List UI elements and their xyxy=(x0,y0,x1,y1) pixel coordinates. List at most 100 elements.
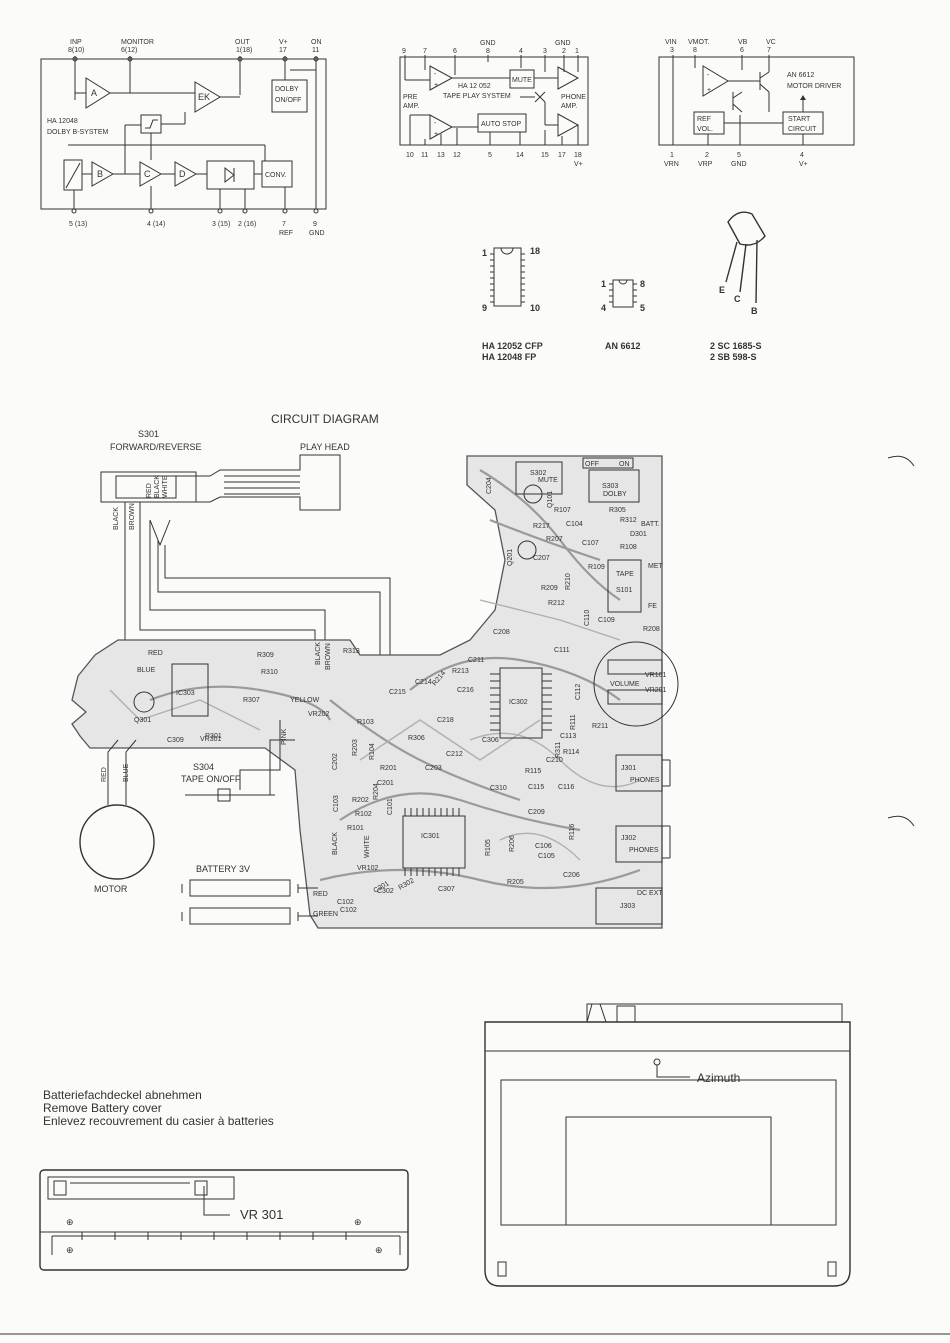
board-label: PHONES xyxy=(630,777,660,784)
dolby-label: DOLBY xyxy=(275,86,299,93)
wire-color: BROWN xyxy=(129,503,136,530)
pin-label: 6(12) xyxy=(121,47,137,54)
component-label: C110 xyxy=(584,610,591,626)
component-label: R103 xyxy=(357,719,374,726)
pin-label: 12 xyxy=(453,152,461,159)
battery-label: BATTERY 3V xyxy=(196,864,250,874)
dolby-label: ON/OFF xyxy=(275,97,301,104)
board-label: D301 xyxy=(630,531,647,538)
component-label: C306 xyxy=(482,737,499,744)
amp-ek xyxy=(194,81,221,113)
s301-ref: S301 xyxy=(138,429,159,439)
rectifier-block xyxy=(206,160,255,190)
component-label: R211 xyxy=(592,723,608,730)
component-label: R102 xyxy=(355,811,372,818)
component-label: C107 xyxy=(582,540,599,547)
battery-cover xyxy=(47,1176,235,1200)
ic-name: AN 6612 xyxy=(787,72,814,79)
component-label: R101 xyxy=(347,825,364,832)
package-outlines: 1 18 9 10 HA 12052 CFP HA 12048 FP 1 8 4… xyxy=(482,211,766,362)
wire-color: RED xyxy=(146,483,153,498)
board-label: S101 xyxy=(616,587,632,594)
wire-color: RED xyxy=(148,650,163,657)
pin-label: 9 xyxy=(313,221,317,228)
s301-switch xyxy=(100,471,197,503)
component-label: C115 xyxy=(528,784,544,791)
dip8-package xyxy=(612,279,634,308)
wire-color: WHITE xyxy=(364,835,371,858)
azimuth-label: Azimuth xyxy=(697,1071,740,1085)
play-head-flex-cable xyxy=(176,454,341,511)
ref-vol-label: VOL. xyxy=(697,126,713,133)
pin-label: 1 xyxy=(575,48,579,55)
board-label: J302 xyxy=(621,835,636,842)
pin-label: GND xyxy=(309,230,325,237)
pin-label: 7 xyxy=(767,47,771,54)
pin-label: 17 xyxy=(558,152,566,159)
component-label: R212 xyxy=(548,600,565,607)
component-label: C216 xyxy=(457,687,474,694)
block-label: EK xyxy=(198,92,210,102)
variable-resistor xyxy=(63,159,83,191)
pin-label: 17 xyxy=(279,47,287,54)
mute-block xyxy=(509,69,535,89)
component-label: R207 xyxy=(546,536,563,543)
svg-text:-: - xyxy=(434,120,437,127)
board-label: Q101 xyxy=(547,491,554,508)
component-label: R312 xyxy=(620,517,637,524)
component-label: R313 xyxy=(343,648,360,655)
ref-vol-label: REF xyxy=(697,116,711,123)
q301 xyxy=(133,691,155,713)
wire-color: BLUE xyxy=(137,667,156,674)
wire-color: PINK xyxy=(281,728,288,745)
volume-pot-circle xyxy=(593,641,679,727)
component-label: C202 xyxy=(332,753,339,770)
component-label: C209 xyxy=(528,809,545,816)
motor-label: MOTOR xyxy=(94,884,128,894)
board-label: Q201 xyxy=(507,549,514,566)
svg-text:+: + xyxy=(434,131,438,138)
pin-label: VRP xyxy=(698,161,713,168)
component-label: R208 xyxy=(643,626,660,633)
s304-label: TAPE ON/OFF xyxy=(181,774,241,784)
component-label: R206 xyxy=(509,835,516,852)
battery-text-de: Batteriefachdeckel abnehmen xyxy=(43,1088,202,1102)
pin-number: 8 xyxy=(640,279,645,289)
pin-label: V+ xyxy=(279,39,288,46)
component-label: R114 xyxy=(563,749,579,756)
component-label: C106 xyxy=(535,843,552,850)
pin-label: 4 xyxy=(800,152,804,159)
block-label: A xyxy=(91,88,97,98)
pin-label: OUT xyxy=(235,39,251,46)
phone-amp-bottom xyxy=(557,113,580,137)
pin-letter: B xyxy=(751,306,758,316)
amp-a xyxy=(85,77,111,109)
board-label: FE xyxy=(648,603,657,610)
phone-amp-label: AMP. xyxy=(561,103,577,110)
pre-amp-label: PRE xyxy=(403,94,418,101)
azimuth-screw-icon xyxy=(653,1058,661,1066)
vr301-label: VR 301 xyxy=(240,1207,283,1222)
pin-label: 2 (16) xyxy=(238,221,256,228)
pin-label: 7 xyxy=(282,221,286,228)
board-label: TAPE xyxy=(616,571,634,578)
binding-mark xyxy=(887,455,915,467)
board-label: ON xyxy=(619,461,630,468)
pin-label: 11 xyxy=(312,47,319,54)
component-label: C307 xyxy=(438,886,455,893)
binding-mark xyxy=(887,815,915,827)
board-label: MET xyxy=(648,563,664,570)
ic-system: TAPE PLAY SYSTEM xyxy=(443,93,511,100)
wire-color: WHITE xyxy=(162,475,169,498)
component-label: R307 xyxy=(243,697,260,704)
pin-label: ON xyxy=(311,39,322,46)
cassette-window xyxy=(500,1079,837,1226)
pre-amp-top xyxy=(429,65,454,91)
board-label: OFF xyxy=(585,461,599,468)
play-head-label: PLAY HEAD xyxy=(300,442,350,452)
pin-label: 13 xyxy=(437,152,445,159)
q201 xyxy=(517,540,537,560)
component-label: C214 xyxy=(415,679,432,686)
component-labels: C204 R107 C104 R217 R207 R208 C107 R108 … xyxy=(167,477,660,914)
board-label: Q301 xyxy=(134,717,151,724)
